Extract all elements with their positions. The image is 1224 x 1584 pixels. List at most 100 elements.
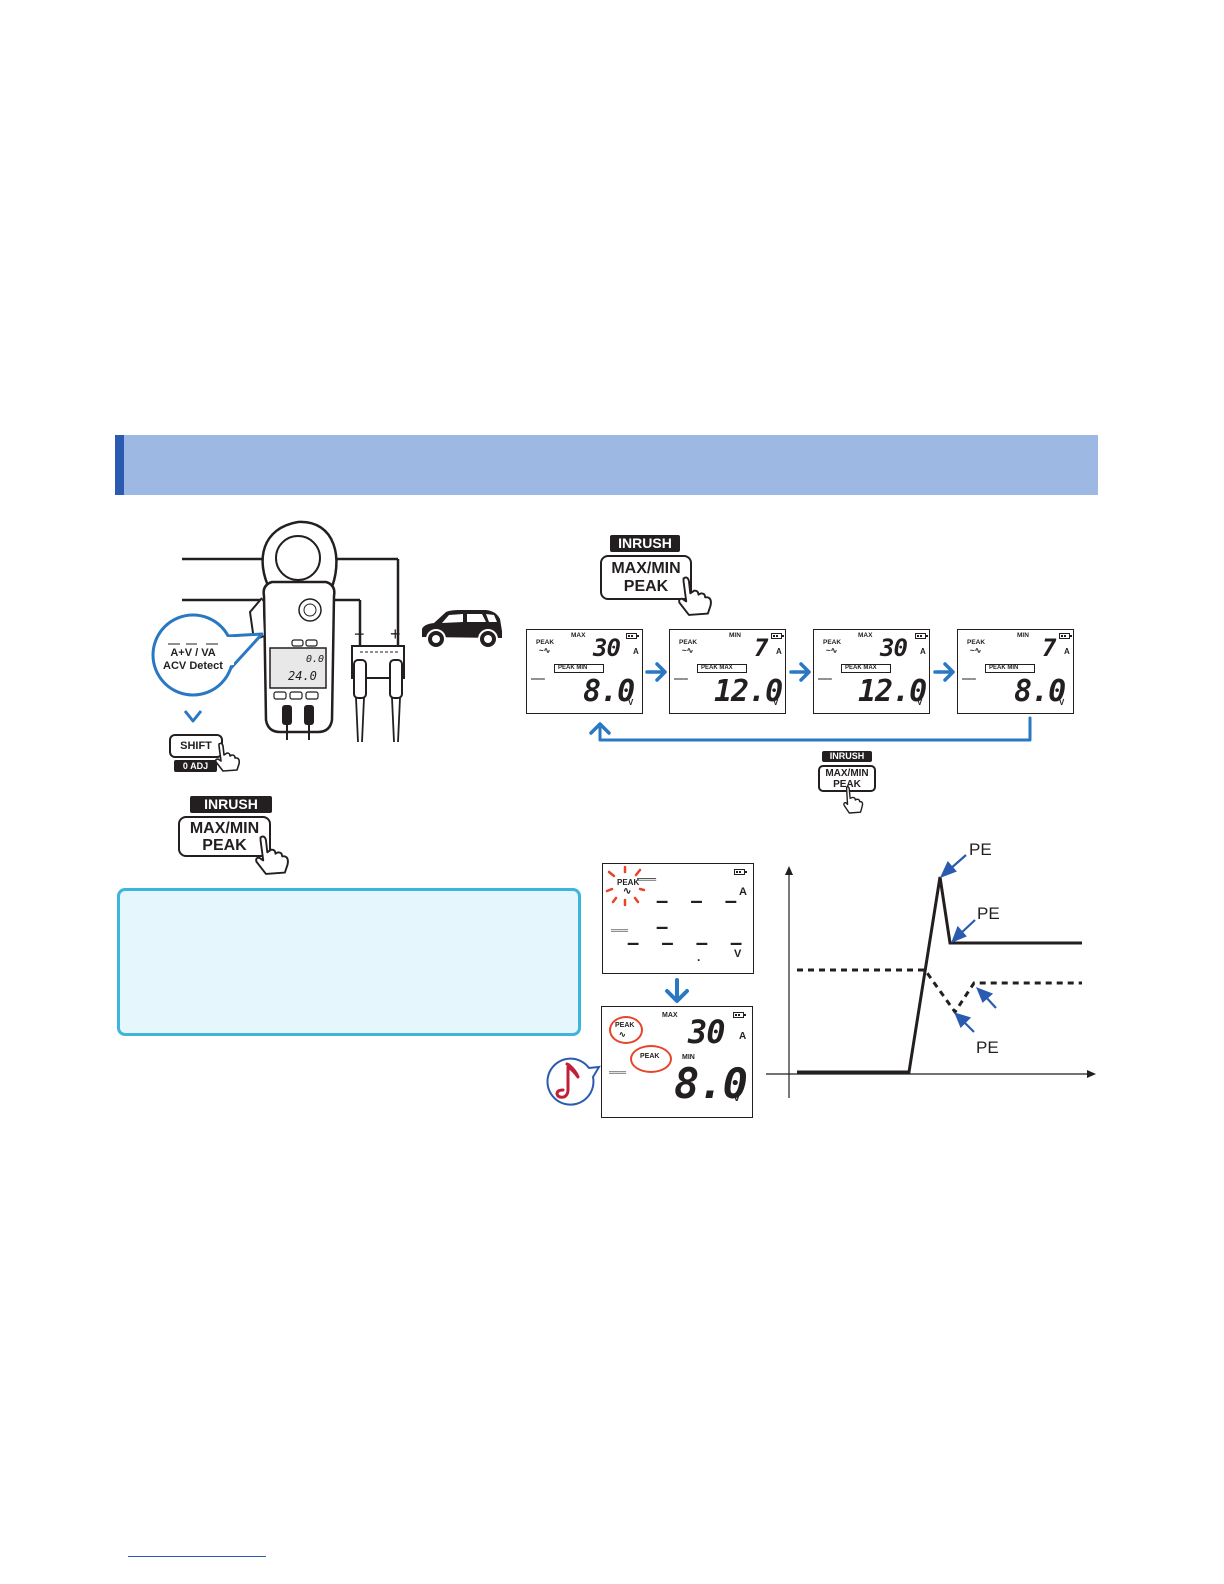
decimal-point: . (697, 950, 701, 964)
car-icon (422, 610, 502, 649)
label-peak-top: PE (969, 840, 992, 859)
dc-symbol: ═══ (531, 676, 545, 683)
bottom-unit: V (1059, 698, 1065, 707)
inrush-wave-icon: ∿ (619, 1030, 626, 1039)
peak-label: PEAK (823, 639, 842, 646)
label-peak-min: PE (976, 1038, 999, 1057)
mode-label: PEAK MAX (841, 664, 891, 673)
top-unit: A (633, 647, 639, 656)
peak-label: PEAK (615, 1022, 635, 1029)
flow-arrow-icon (645, 662, 667, 682)
peak-badge-highlight (630, 1045, 672, 1073)
peak-label: PEAK (967, 639, 986, 646)
polarity-plus: + (390, 624, 401, 644)
battery-icon (1059, 633, 1072, 639)
top-value: 7 (1042, 634, 1056, 662)
maxmin-label: MAX/MIN (825, 768, 869, 779)
bottom-value: 12.0 (858, 674, 927, 709)
bottom-unit: V (628, 698, 634, 707)
flow-arrow-icon (589, 722, 611, 735)
top-unit: A (920, 647, 926, 656)
lcd-sequence-arrows (589, 662, 1032, 742)
note-box (117, 888, 581, 1036)
peak-label: PEAK (536, 639, 555, 646)
lcd-waiting: PEAK ∿ ═══ – – – – A ═══ – – – – . V (602, 863, 754, 974)
inrush-wave-icon: ~∿ (970, 646, 982, 655)
bottom-value: 8.0 (1014, 674, 1066, 709)
peak-flash-icon (605, 865, 646, 907)
top-unit: A (776, 647, 782, 656)
mode-label: PEAK MAX (697, 664, 747, 673)
inrush-wave-icon: ~∿ (539, 646, 551, 655)
flag-label: MAX (858, 632, 873, 639)
lcd-panel-4: PEAK ~∿ MIN 7 A PEAK MIN ═══ 8.0 V (957, 629, 1074, 714)
inrush-wave-icon: ∿ (623, 886, 632, 897)
dc-symbol: ═══ (611, 926, 629, 935)
dc-symbol: ═══ (962, 676, 976, 683)
clamp-display-bottom: 24.0 (288, 669, 317, 683)
flag-label: MAX (571, 632, 586, 639)
maxmin-label: MAX/MIN (611, 560, 681, 577)
flag-label: MAX (662, 1012, 678, 1019)
bottom-unit: V (773, 698, 779, 707)
battery-icon (626, 633, 639, 639)
maxmin-peak-button[interactable]: MAX/MIN PEAK (600, 555, 692, 600)
hand-press-icon (214, 742, 241, 772)
battery-icon (734, 869, 747, 875)
dc-symbol: ═══ (609, 1068, 627, 1077)
top-unit: A (739, 886, 747, 898)
peak-label: PEAK (679, 639, 698, 646)
zero-adj-label: 0 ADJ (174, 760, 217, 772)
section-header-bar (115, 435, 1098, 495)
inrush-tag: INRUSH (190, 796, 272, 813)
flag-label: MIN (1017, 632, 1029, 639)
lcd-result: MAX PEAK ∿ PEAK MIN 30 A ═══ 8.0 V (601, 1006, 753, 1118)
battery-icon (771, 633, 784, 639)
clamp-display-top: 0.0 (306, 654, 324, 665)
hand-press-icon (255, 835, 289, 875)
peak-label: PEAK (202, 837, 247, 854)
bottom-value: 8.0 (674, 1059, 748, 1108)
hand-press-icon (843, 786, 864, 814)
inrush-waveform-diagram: PE PE PE (766, 840, 1096, 1098)
peak-label: PEAK (617, 878, 640, 887)
peak-label: PEAK (623, 578, 669, 595)
bottom-value: 12.0 (714, 674, 783, 709)
maxmin-peak-button[interactable]: MAX/MIN PEAK (178, 816, 271, 857)
inrush-tag: INRUSH (822, 751, 872, 762)
flow-arrow-icon (933, 662, 955, 682)
flow-arrow-icon (789, 662, 811, 682)
mode-label: PEAK MIN (554, 664, 604, 673)
inrush-wave-icon: ~∿ (826, 646, 838, 655)
label-peak-settle: PE (977, 904, 1000, 923)
dc-symbol: ═══ (637, 874, 657, 884)
top-value: 30 (688, 1013, 726, 1051)
bottom-unit: V (733, 1092, 741, 1104)
shift-key[interactable]: SHIFT 0 ADJ (169, 734, 241, 774)
inrush-key-small[interactable]: INRUSH MAX/MIN PEAK (818, 751, 884, 817)
inrush-tag: INRUSH (610, 535, 680, 552)
top-dashes: – – – – (656, 888, 745, 939)
flow-arrow-icon (665, 978, 689, 1003)
inrush-key-top[interactable]: INRUSH MAX/MIN PEAK (600, 535, 718, 619)
callout-line1: A+V / VA (170, 647, 215, 659)
lcd-panel-2: PEAK ~∿ MIN 7 A PEAK MAX ═══ 12.0 V (669, 629, 786, 714)
top-unit: A (739, 1031, 747, 1042)
peak-badge: PEAK (640, 1053, 660, 1060)
clamp-meter-illustration: 0.0 24.0 A+V / VA ACV Detect (151, 520, 400, 740)
lcd-panel-1: PEAK ~∿ MAX 30 A PEAK MIN ═══ 8.0 V (526, 629, 643, 714)
mode-label: PEAK MIN (985, 664, 1035, 673)
top-value: 7 (754, 634, 768, 662)
lcd-panel-3: PEAK ~∿ MAX 30 A PEAK MAX ═══ 12.0 V (813, 629, 930, 714)
peak-label: PEAK (833, 779, 861, 790)
flag-label: MIN (729, 632, 741, 639)
inrush-key-left[interactable]: INRUSH MAX/MIN PEAK (178, 796, 293, 878)
callout-line2: ACV Detect (163, 660, 223, 672)
footer-rule (128, 1556, 266, 1557)
dc-symbol: ═══ (674, 676, 688, 683)
maxmin-label: MAX/MIN (189, 820, 260, 837)
bottom-dashes: – – – – (627, 930, 751, 955)
battery-icon (733, 1012, 746, 1018)
top-value: 30 (880, 634, 908, 662)
top-value: 30 (593, 634, 621, 662)
